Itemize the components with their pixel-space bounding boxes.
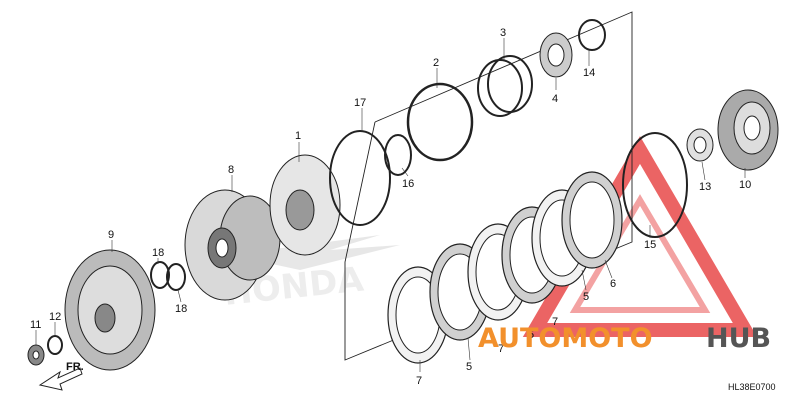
callout-part-7-a: 7 xyxy=(416,375,422,387)
callout-labels: 1 2 3 4 5 5 5 6 7 7 7 8 9 10 11 12 13 14… xyxy=(30,27,751,387)
callout-part-13: 13 xyxy=(699,181,711,193)
clutch-plate-stack xyxy=(387,171,623,364)
callout-part-8: 8 xyxy=(228,164,234,176)
circlip-part-14 xyxy=(578,19,606,51)
callout-part-7-c: 7 xyxy=(552,316,558,328)
callout-part-18-b: 18 xyxy=(175,303,187,315)
ring-part-18-b xyxy=(166,263,186,291)
clutch-piston-part-1 xyxy=(269,154,341,256)
gear-part-10 xyxy=(717,89,779,171)
diagram-code: HL38E0700 xyxy=(728,382,776,392)
o-ring-part-16 xyxy=(384,134,412,176)
clutch-outer-part-8 xyxy=(184,189,281,301)
callout-leaders xyxy=(35,38,746,372)
automotohub-watermark: AUTOMOTO HUB xyxy=(478,323,771,354)
callout-part-2: 2 xyxy=(433,57,439,69)
callout-part-15: 15 xyxy=(644,239,656,251)
front-direction-label: FR. xyxy=(66,361,84,373)
gear-part-9 xyxy=(64,249,156,371)
callout-part-5-b: 5 xyxy=(528,329,534,341)
callout-part-9: 9 xyxy=(108,229,114,241)
watermark-brand-left: AUTOMOTO xyxy=(478,323,653,354)
callout-part-4: 4 xyxy=(552,93,558,105)
callout-part-17: 17 xyxy=(354,97,366,109)
snap-ring-part-2 xyxy=(406,82,474,162)
callout-part-1: 1 xyxy=(295,130,301,142)
spring-retainer-part-4 xyxy=(539,32,573,78)
washer-part-13 xyxy=(686,128,714,162)
o-ring-part-17 xyxy=(329,130,391,226)
callout-part-12: 12 xyxy=(49,311,61,323)
callout-part-7-b: 7 xyxy=(498,343,504,355)
front-direction-arrow: FR. xyxy=(38,361,84,391)
callout-part-6: 6 xyxy=(610,278,616,290)
callout-part-11: 11 xyxy=(30,319,41,331)
snap-ring-part-15 xyxy=(622,132,688,238)
watermark-brand-right: HUB xyxy=(706,323,771,354)
callout-part-5-a: 5 xyxy=(466,361,472,373)
callout-part-10: 10 xyxy=(739,179,751,191)
ring-part-18-a xyxy=(150,261,170,289)
callout-part-16: 16 xyxy=(402,178,414,190)
callout-part-18-a: 18 xyxy=(152,247,164,259)
callout-part-3: 3 xyxy=(500,27,506,39)
callout-part-14: 14 xyxy=(583,67,595,79)
nut-part-11 xyxy=(27,344,45,366)
callout-part-5-c: 5 xyxy=(583,291,589,303)
washer-part-12 xyxy=(47,335,63,355)
spring-part-3 xyxy=(477,55,533,117)
